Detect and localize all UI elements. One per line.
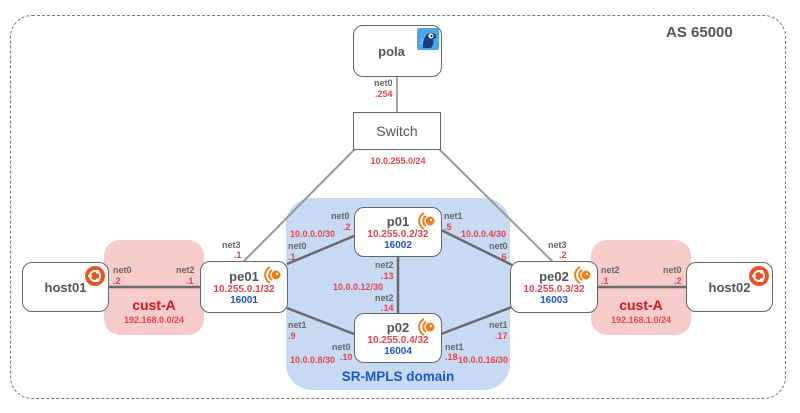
host01-if-label: net0 — [113, 265, 132, 275]
link-p01-pe02 — [440, 228, 513, 267]
link-pe01-p02 — [286, 306, 355, 336]
p02-net1-addr-label: .18 — [445, 352, 458, 362]
cust-a-left-subnet: 192.168.0.0/24 — [123, 315, 185, 325]
link-switch-pe01 — [242, 147, 357, 263]
node-p02-loopback: 10.255.0.4/32 — [367, 335, 429, 346]
ubuntu-icon — [749, 266, 769, 286]
p02-pe02-subnet: 10.0.0.16/30 — [458, 355, 509, 365]
switch-node[interactable]: Switch — [353, 112, 441, 150]
pe02-net2-addr-label: .1 — [601, 276, 609, 286]
node-pe01-name: pe01 — [229, 269, 259, 284]
p01-net2-addr-label: .13 — [381, 271, 394, 281]
p02-net2-addr-label: .14 — [381, 303, 394, 313]
frr-icon — [418, 212, 435, 230]
as-boundary — [10, 15, 786, 399]
pe01-net1-addr-label: .9 — [288, 331, 296, 341]
pe01-net1-if-label: net1 — [288, 320, 307, 330]
cust-a-right-subnet: 192.168.1.0/24 — [610, 315, 672, 325]
link-p02-pe02 — [440, 305, 513, 336]
node-p01-loopback: 10.255.0.2/32 — [367, 229, 429, 240]
pola-addr-label: .254 — [375, 89, 393, 99]
node-host01-name: host01 — [44, 280, 87, 295]
node-pe02-loopback: 10.255.0.3/32 — [523, 284, 585, 295]
p01-p02-subnet: 10.0.0.12/30 — [333, 282, 384, 292]
frr-icon — [418, 318, 435, 336]
pe01-net0-addr-label: .1 — [288, 252, 296, 262]
pe01-p02-subnet: 10.0.0.8/30 — [290, 355, 336, 365]
pe02-net0-addr-label: .6 — [499, 252, 507, 262]
pe02-net1-if-label: net1 — [489, 320, 508, 330]
pe01-net2-addr-label: .1 — [186, 276, 194, 286]
pe02-net2-if-label: net2 — [601, 265, 620, 275]
p02-net2-if-label: net2 — [375, 293, 394, 303]
host02-if-label: net0 — [663, 265, 682, 275]
link-pe01-p01 — [286, 234, 355, 266]
node-p01[interactable]: p01 10.255.0.2/32 16002 — [354, 207, 442, 257]
node-p01-name: p01 — [386, 214, 410, 229]
p01-net1-addr-label: .5 — [444, 222, 452, 232]
p01-net0-if-label: net0 — [331, 211, 350, 221]
pe02-net0-if-label: net0 — [489, 241, 508, 251]
node-pe01-sid: 16001 — [230, 295, 258, 306]
pe02-net3-if-label: net3 — [548, 240, 567, 250]
node-host02-name: host02 — [708, 280, 751, 295]
node-p01-sid: 16002 — [384, 240, 412, 251]
p02-net0-if-label: net0 — [332, 342, 351, 352]
pe01-net0-if-label: net0 — [288, 241, 307, 251]
switch-subnet: 10.0.255.0/24 — [370, 156, 426, 166]
frr-icon — [574, 266, 591, 284]
node-pola[interactable]: pola — [353, 25, 442, 77]
node-pe02[interactable]: pe02 10.255.0.3/32 16003 — [510, 261, 598, 313]
host02-addr-label: .2 — [674, 276, 682, 286]
pe01-net2-if-label: net2 — [176, 265, 195, 275]
ubuntu-icon — [85, 266, 105, 286]
node-p02-sid: 16004 — [384, 346, 412, 357]
node-pe01[interactable]: pe01 10.255.0.1/32 16001 — [200, 261, 288, 313]
sr-mpls-domain-label: SR-MPLS domain — [341, 369, 455, 384]
as-label: AS 65000 — [666, 24, 733, 41]
pola-bird-icon — [417, 28, 439, 50]
p02-net0-addr-label: .10 — [340, 352, 353, 362]
pola-if-label: net0 — [374, 78, 393, 88]
p01-net0-addr-label: .2 — [343, 222, 351, 232]
node-pe02-sid: 16003 — [540, 295, 568, 306]
p01-net1-if-label: net1 — [444, 211, 463, 221]
frr-icon — [264, 266, 281, 284]
pe01-net3-if-label: net3 — [222, 240, 241, 250]
cust-a-right-label: cust-A — [619, 297, 663, 313]
node-pola-name: pola — [378, 44, 405, 59]
p02-net1-if-label: net1 — [445, 342, 464, 352]
node-pe01-loopback: 10.255.0.1/32 — [213, 284, 275, 295]
p01-pe02-subnet: 10.0.0.4/30 — [461, 229, 507, 239]
host01-addr-label: .2 — [113, 276, 121, 286]
node-p02[interactable]: p02 10.255.0.4/32 16004 — [354, 313, 442, 363]
p01-net2-if-label: net2 — [375, 260, 394, 270]
node-host02[interactable]: host02 — [686, 262, 773, 312]
pe02-net1-addr-label: .17 — [495, 331, 508, 341]
pe01-net3-addr-label: .1 — [234, 250, 242, 260]
pe01-p01-subnet: 10.0.0.0/30 — [290, 229, 336, 239]
node-p02-name: p02 — [386, 320, 410, 335]
cust-a-left-label: cust-A — [132, 297, 176, 313]
node-host01[interactable]: host01 — [22, 262, 109, 312]
pe02-net3-addr-label: .2 — [559, 250, 567, 260]
node-pe02-name: pe02 — [539, 269, 569, 284]
link-switch-pe02 — [437, 147, 554, 263]
